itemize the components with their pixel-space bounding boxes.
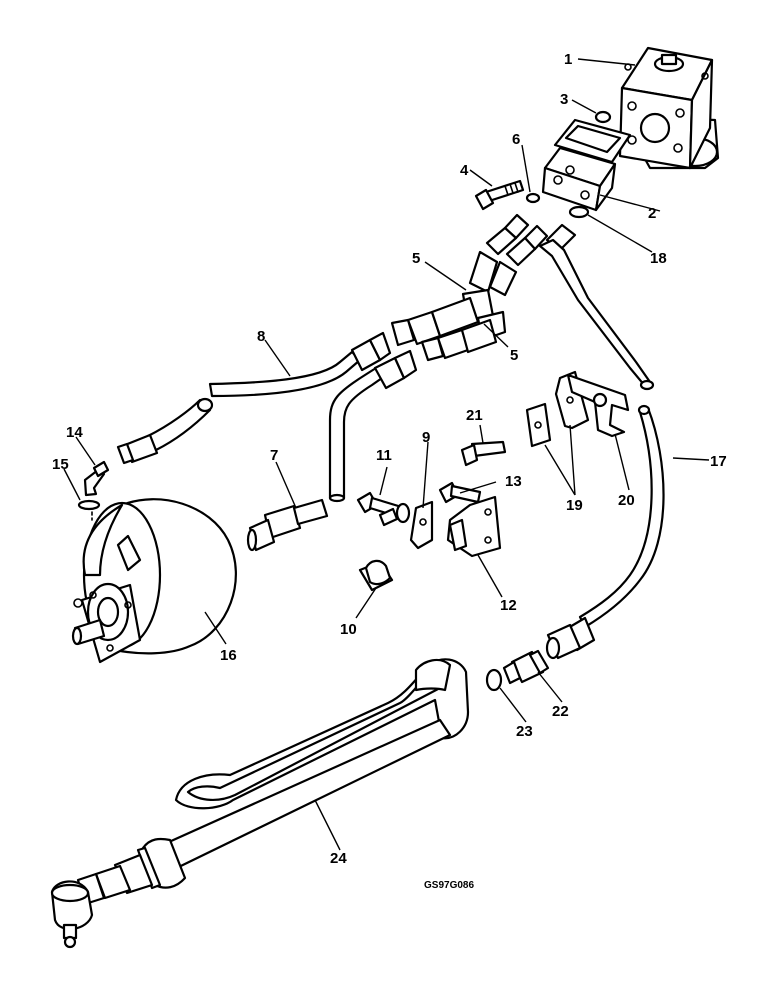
fitting-22 <box>502 649 550 685</box>
cylinder-24 <box>50 658 470 949</box>
callout-6: 6 <box>512 131 520 148</box>
bolt-4 <box>474 179 525 211</box>
callout-20: 20 <box>618 492 635 509</box>
figure-code: GS97G086 <box>424 880 474 891</box>
hose-end-left <box>116 397 214 465</box>
callout-2: 2 <box>648 205 656 222</box>
fitting-7 <box>246 498 329 552</box>
elbow-fittings-5 <box>461 213 549 342</box>
leader-lines <box>63 58 710 851</box>
callout-5a: 5 <box>412 250 420 267</box>
o-ring-15 <box>77 499 101 511</box>
bolt-11 <box>356 491 411 527</box>
bracket-20 <box>566 373 630 438</box>
hose-fittings-5 <box>390 296 498 362</box>
callout-19: 19 <box>566 497 583 514</box>
callout-18: 18 <box>650 250 667 267</box>
bracket-12 <box>446 495 502 558</box>
callout-9: 9 <box>422 429 430 446</box>
bushing-10 <box>358 559 394 592</box>
callout-13: 13 <box>505 473 522 490</box>
bolt-21 <box>460 440 507 467</box>
o-ring-3 <box>594 110 612 124</box>
callout-1: 1 <box>564 51 572 68</box>
callout-14: 14 <box>66 424 83 441</box>
callout-17: 17 <box>710 453 727 470</box>
callout-12: 12 <box>500 597 517 614</box>
clamp-19 <box>525 370 590 448</box>
callout-8: 8 <box>257 328 265 345</box>
callout-3: 3 <box>560 91 568 108</box>
washer-6 <box>525 192 541 204</box>
bracket-9 <box>409 500 434 550</box>
pump-16 <box>71 498 237 664</box>
callout-21: 21 <box>466 407 483 424</box>
hose-8 <box>208 331 418 503</box>
callout-7: 7 <box>270 447 278 464</box>
callout-15: 15 <box>52 456 69 473</box>
callout-16: 16 <box>220 647 237 664</box>
callout-23: 23 <box>516 723 533 740</box>
callout-24: 24 <box>330 850 347 867</box>
callout-10: 10 <box>340 621 357 638</box>
callout-11: 11 <box>376 447 392 464</box>
callout-22: 22 <box>552 703 569 720</box>
elbow-14 <box>83 460 110 497</box>
hose-17 <box>545 404 665 660</box>
callout-4: 4 <box>460 162 469 179</box>
steering-unit <box>618 46 720 170</box>
adapter-manifold <box>541 118 632 212</box>
callouts: 1 2 3 4 5 5 6 7 8 9 10 11 12 13 14 15 16… <box>52 51 727 867</box>
o-ring-23 <box>485 668 503 692</box>
o-ring-18 <box>568 205 590 219</box>
return-hose-upper <box>538 223 655 391</box>
callout-5b: 5 <box>510 347 518 364</box>
bolt-13 <box>438 481 482 504</box>
